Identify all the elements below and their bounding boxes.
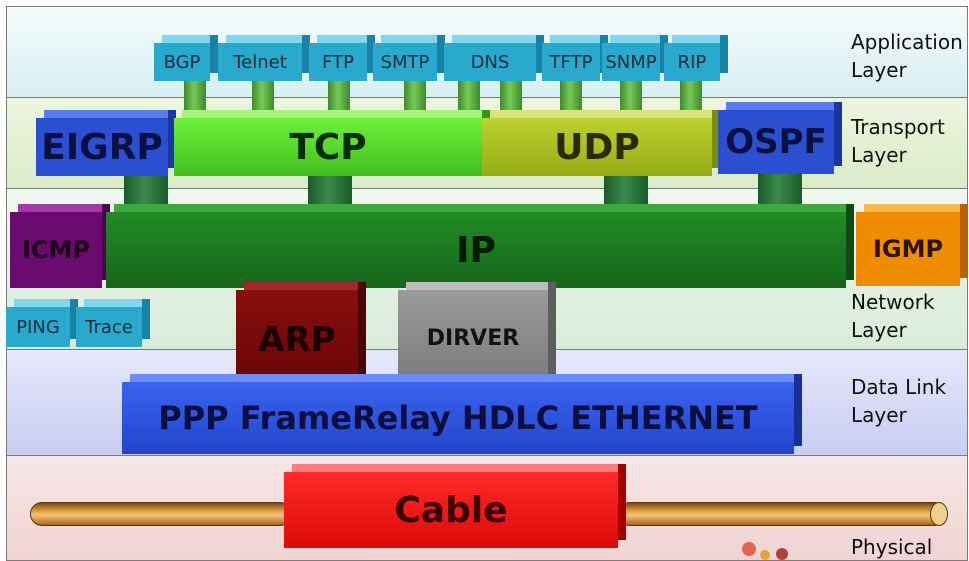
cable-rod-end	[930, 502, 948, 526]
protocol-label: IGMP	[872, 235, 944, 263]
protocol-block-smtp: SMTP	[373, 43, 437, 81]
protocol-block-datalink: PPP FrameRelay HDLC ETHERNET	[122, 382, 794, 454]
protocol-block-eigrp: EIGRP	[36, 118, 168, 176]
protocol-block-ftp: FTP	[309, 43, 367, 81]
protocol-block-trace: Trace	[76, 307, 142, 347]
protocol-label: Trace	[85, 316, 133, 338]
physical-layer-label: Physical	[851, 533, 966, 561]
application-layer-label: Application Layer	[851, 28, 966, 84]
decorative-dot	[776, 548, 788, 560]
protocol-label: FTP	[322, 51, 354, 73]
protocol-block-igmp: IGMP	[856, 212, 960, 286]
protocol-label: OSPF	[725, 122, 827, 162]
protocol-block-arp: ARP	[236, 290, 358, 386]
protocol-block-ip: IP	[106, 212, 846, 288]
protocol-block-dns: DNS	[444, 43, 536, 81]
cable-rod-right	[618, 502, 946, 526]
protocol-block-telnet: Telnet	[218, 43, 302, 81]
protocol-block-tftp: TFTP	[542, 43, 600, 81]
protocol-label: ARP	[258, 320, 336, 360]
protocol-block-snmp: SNMP	[602, 43, 660, 81]
layer-label-line: Application	[851, 30, 963, 54]
protocol-block-ospf: OSPF	[718, 110, 834, 174]
protocol-label: DNS	[470, 51, 510, 73]
protocol-label: DIRVER	[426, 326, 520, 351]
cable-rod-left	[30, 502, 292, 526]
protocol-label: PPP FrameRelay HDLC ETHERNET	[158, 399, 758, 437]
protocol-label: SMTP	[380, 51, 430, 73]
protocol-block-ping: PING	[6, 307, 70, 347]
protocol-label: TCP	[289, 126, 367, 168]
connector-pipe	[308, 170, 352, 210]
physical-block-cable: Cable	[284, 472, 618, 548]
protocol-label: BGP	[163, 51, 201, 73]
transport-layer-label: Transport Layer	[851, 113, 966, 169]
protocol-block-icmp: ICMP	[10, 212, 102, 288]
protocol-label: TFTP	[549, 51, 593, 73]
layer-label-line: Network	[851, 290, 935, 314]
layer-label-line: Layer	[851, 143, 907, 167]
connector-pipe	[604, 170, 648, 210]
decorative-dot	[760, 550, 770, 560]
protocol-label: IP	[456, 229, 496, 271]
protocol-label: Cable	[394, 489, 508, 531]
protocol-block-rip: RIP	[664, 43, 720, 81]
layer-label-line: Layer	[851, 403, 907, 427]
layer-label-line: Layer	[851, 318, 907, 342]
connector-pipe	[124, 170, 168, 210]
protocol-label: RIP	[677, 51, 707, 73]
layer-label-line: Physical	[851, 535, 933, 559]
network-layer-label: Network Layer	[851, 288, 966, 344]
datalink-layer-label: Data Link Layer	[851, 373, 966, 429]
protocol-label: EIGRP	[41, 126, 163, 168]
layer-label-line: Data Link	[851, 375, 947, 399]
protocol-label: ICMP	[21, 236, 90, 264]
protocol-label: PING	[16, 316, 60, 338]
connector-pipe	[758, 170, 802, 210]
protocol-block-bgp: BGP	[154, 43, 210, 81]
protocol-label: SNMP	[605, 51, 657, 73]
decorative-dot	[742, 542, 756, 556]
layer-label-line: Transport	[851, 115, 945, 139]
protocol-block-tcp: TCP	[174, 118, 482, 176]
protocol-block-udp: UDP	[482, 118, 712, 176]
protocol-block-driver: DIRVER	[398, 290, 548, 386]
protocol-label: UDP	[554, 126, 640, 168]
protocol-label: Telnet	[233, 51, 287, 73]
layer-label-line: Layer	[851, 58, 907, 82]
